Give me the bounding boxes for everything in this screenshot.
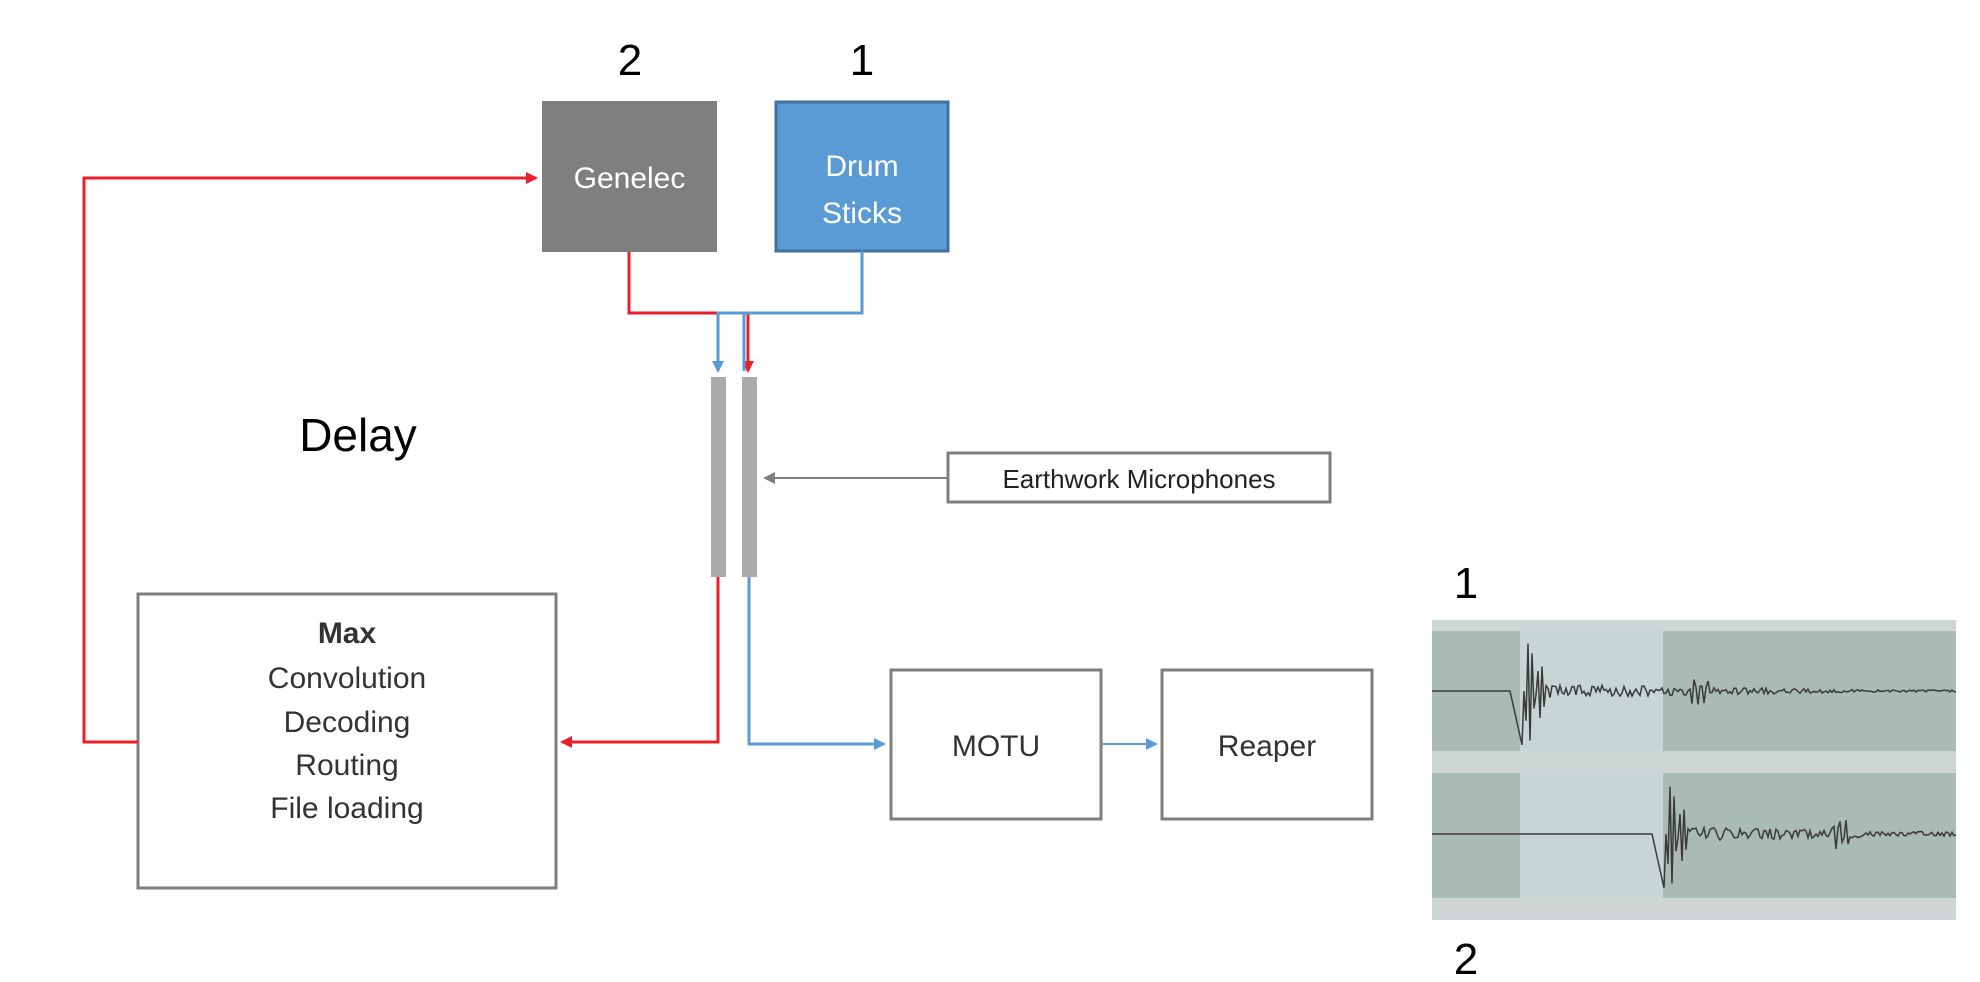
genelec-box — [542, 101, 717, 252]
genelec-to-mic-line — [627, 252, 754, 373]
microphone-right[interactable] — [742, 377, 757, 577]
drum-sticks-label-line2: Sticks — [822, 197, 902, 230]
motu-box — [889, 668, 1103, 821]
max-line-decoding: Decoding — [284, 706, 411, 739]
reaper-label: Reaper — [1218, 730, 1316, 763]
drum-sticks-node[interactable]: Drum Sticks — [774, 100, 950, 253]
max-line-convolution: Convolution — [268, 662, 426, 695]
waveform-bottom-strip — [1432, 898, 1956, 920]
reaper-node[interactable]: Reaper — [1160, 668, 1374, 821]
waveform-track-divider — [1432, 751, 1956, 773]
earthwork-microphones-node[interactable]: Earthwork Microphones — [946, 451, 1332, 504]
max-box — [136, 592, 558, 890]
reaper-box — [1160, 668, 1374, 821]
motu-label: MOTU — [952, 730, 1040, 763]
drum-sticks-box — [774, 100, 950, 253]
waveform-bottom-number: 2 — [1454, 935, 1478, 982]
drum-sticks-number: 1 — [850, 36, 874, 85]
drumsticks-to-mic-line — [712, 251, 864, 373]
genelec-node[interactable]: Genelec — [542, 101, 717, 252]
mic-to-max-line — [560, 577, 720, 748]
mic-to-motu-line — [747, 577, 886, 750]
drum-sticks-label-line1: Drum — [825, 150, 898, 183]
max-to-genelec-line — [82, 172, 538, 744]
max-line-routing: Routing — [295, 749, 398, 782]
genelec-label: Genelec — [574, 162, 686, 195]
motu-node[interactable]: MOTU — [889, 668, 1103, 821]
max-line-file-loading: File loading — [270, 792, 423, 825]
microphone-left[interactable] — [711, 377, 726, 577]
waveform-track-1 — [1432, 643, 1957, 746]
max-node[interactable]: Max Convolution Decoding Routing File lo… — [136, 592, 558, 890]
genelec-number: 2 — [618, 36, 642, 85]
waveform-top-number: 1 — [1454, 559, 1478, 608]
waveform-track1-header — [1432, 620, 1956, 631]
earthwork-microphones-label: Earthwork Microphones — [1002, 464, 1275, 494]
waveform-panel[interactable] — [1432, 620, 1957, 920]
delay-label: Delay — [299, 409, 417, 461]
max-title: Max — [318, 617, 377, 650]
waveform-track-2 — [1432, 786, 1957, 889]
